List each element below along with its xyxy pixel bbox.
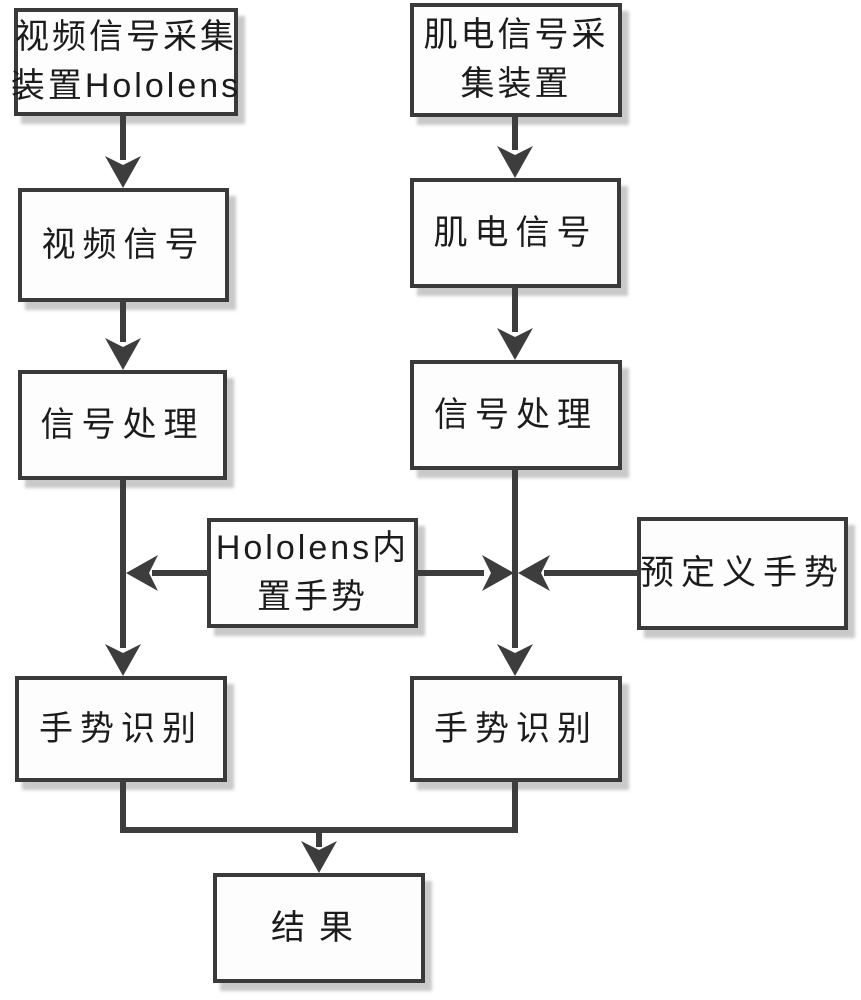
node-predefined-gestures: 预定义手势 [637, 517, 848, 630]
node-gesture-recognition-right: 手势识别 [410, 676, 622, 782]
node-label: 预定义手势 [640, 554, 845, 592]
edge-recognition-right-down-stub [512, 780, 518, 833]
node-video-capture-device: 视频信号采集 装置Hololens [10, 8, 242, 116]
node-signal-processing-left: 信号处理 [18, 370, 227, 480]
edge-recognition-left-down-stub [120, 780, 126, 833]
node-label: 装置Hololens [10, 67, 242, 105]
node-label: 手势识别 [434, 709, 598, 748]
node-emg-signal: 肌电信号 [410, 178, 621, 288]
edge-hololens-to-right-pipeline [417, 570, 484, 576]
arrowhead-right-icon [482, 555, 514, 591]
edge-video-signal-to-processing [120, 300, 126, 342]
node-label: 集装置 [460, 65, 572, 103]
arrowhead-down-icon [497, 328, 533, 360]
arrowhead-down-icon [105, 338, 141, 370]
node-result: 结果 [213, 873, 425, 983]
node-emg-capture-device: 肌电信号采 集装置 [410, 3, 622, 117]
arrowhead-down-icon [105, 156, 141, 188]
node-label: 结果 [271, 908, 367, 947]
node-label: 肌电信号 [433, 213, 598, 252]
node-label: 信号处理 [434, 395, 598, 434]
edge-predefined-to-right-pipeline [544, 570, 638, 576]
node-label: 肌电信号采 [423, 16, 609, 54]
edge-emg-signal-to-processing [512, 286, 518, 332]
arrowhead-down-icon [497, 644, 533, 676]
edge-processing-to-recognition-right [512, 468, 518, 648]
arrowhead-down-icon [105, 644, 141, 676]
edge-video-capture-to-video-signal [120, 114, 126, 160]
node-label: 信号处理 [40, 405, 205, 444]
node-label: Hololens内 [215, 529, 410, 567]
node-video-signal: 视频信号 [18, 188, 229, 302]
node-label: 视频信号 [41, 225, 206, 264]
node-label: 置手势 [257, 578, 368, 616]
node-signal-processing-right: 信号处理 [410, 360, 622, 470]
edge-hololens-to-left-pipeline [152, 570, 208, 576]
edge-processing-to-recognition-left [120, 478, 126, 648]
node-label: 手势识别 [39, 709, 203, 748]
edge-emg-capture-to-emg-signal [512, 115, 518, 150]
node-label: 视频信号采集 [15, 18, 237, 56]
edge-merge-horizontal [120, 827, 518, 833]
edge-merge-to-result [316, 833, 322, 847]
node-hololens-builtin-gestures: Hololens内 置手势 [207, 518, 418, 628]
arrowhead-down-icon [497, 146, 533, 178]
node-gesture-recognition-left: 手势识别 [15, 676, 227, 782]
